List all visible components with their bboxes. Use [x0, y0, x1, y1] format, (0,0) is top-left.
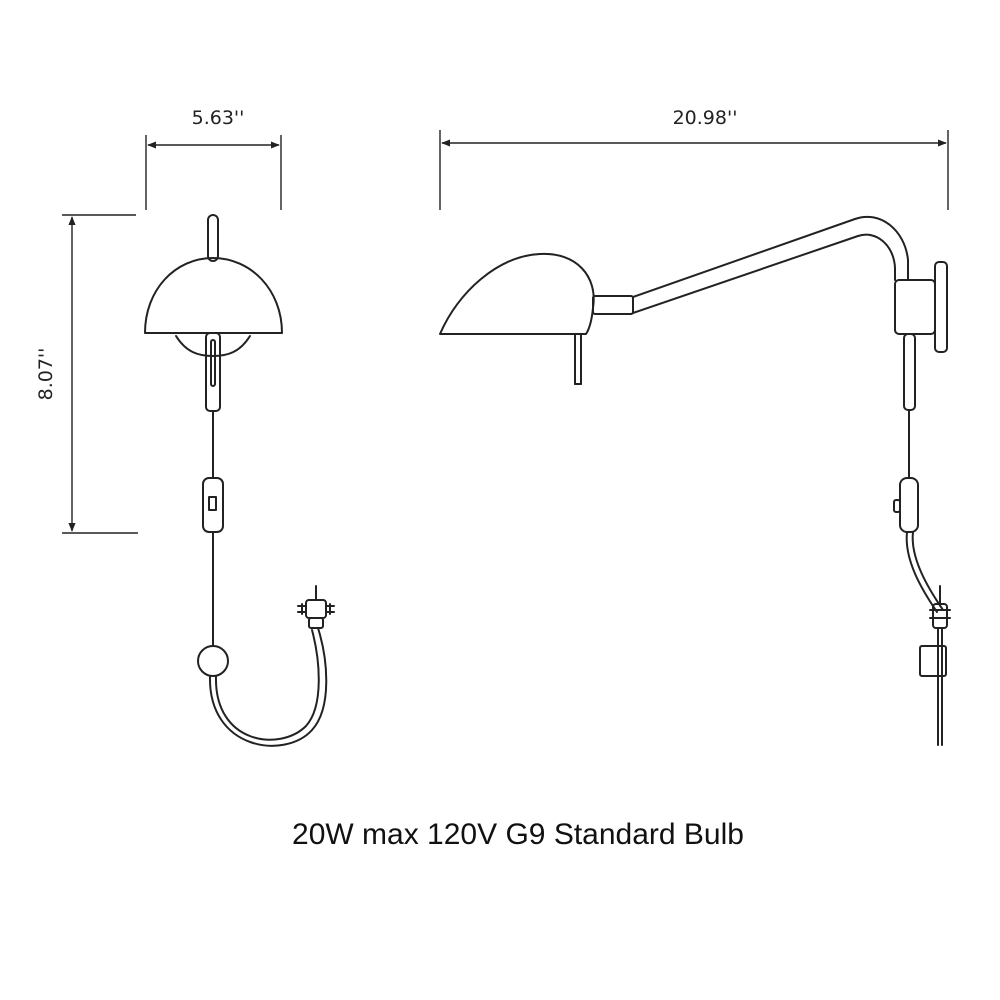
- side-arm: [632, 215, 909, 298]
- side-shade: [439, 252, 595, 335]
- front-inline-switch: [202, 477, 224, 533]
- front-shade: [144, 257, 283, 334]
- side-inline-switch: [899, 477, 919, 533]
- side-wall-clip: [919, 645, 947, 677]
- front-height-label: 8.07'': [35, 348, 57, 401]
- bulb-spec-text: 20W max 120V G9 Standard Bulb: [292, 818, 744, 851]
- front-height-dimension: 8.07'': [35, 214, 138, 534]
- front-socket-cup: [175, 335, 251, 357]
- side-length-label: 20.98'': [673, 107, 738, 129]
- front-width-label: 5.63'': [192, 107, 245, 129]
- side-length-dimension: 20.98'': [439, 107, 949, 210]
- side-mount-block: [894, 279, 936, 335]
- front-view-lamp: [144, 214, 335, 747]
- front-top-stem: [207, 214, 219, 262]
- side-view-lamp: [439, 215, 951, 746]
- side-arm-collar: [592, 295, 634, 315]
- side-wall-plate: [934, 261, 948, 353]
- front-plug: [305, 599, 327, 619]
- front-center-stem: [205, 332, 221, 412]
- front-cord-clip: [197, 645, 229, 677]
- front-width-dimension: 5.63'': [145, 107, 282, 210]
